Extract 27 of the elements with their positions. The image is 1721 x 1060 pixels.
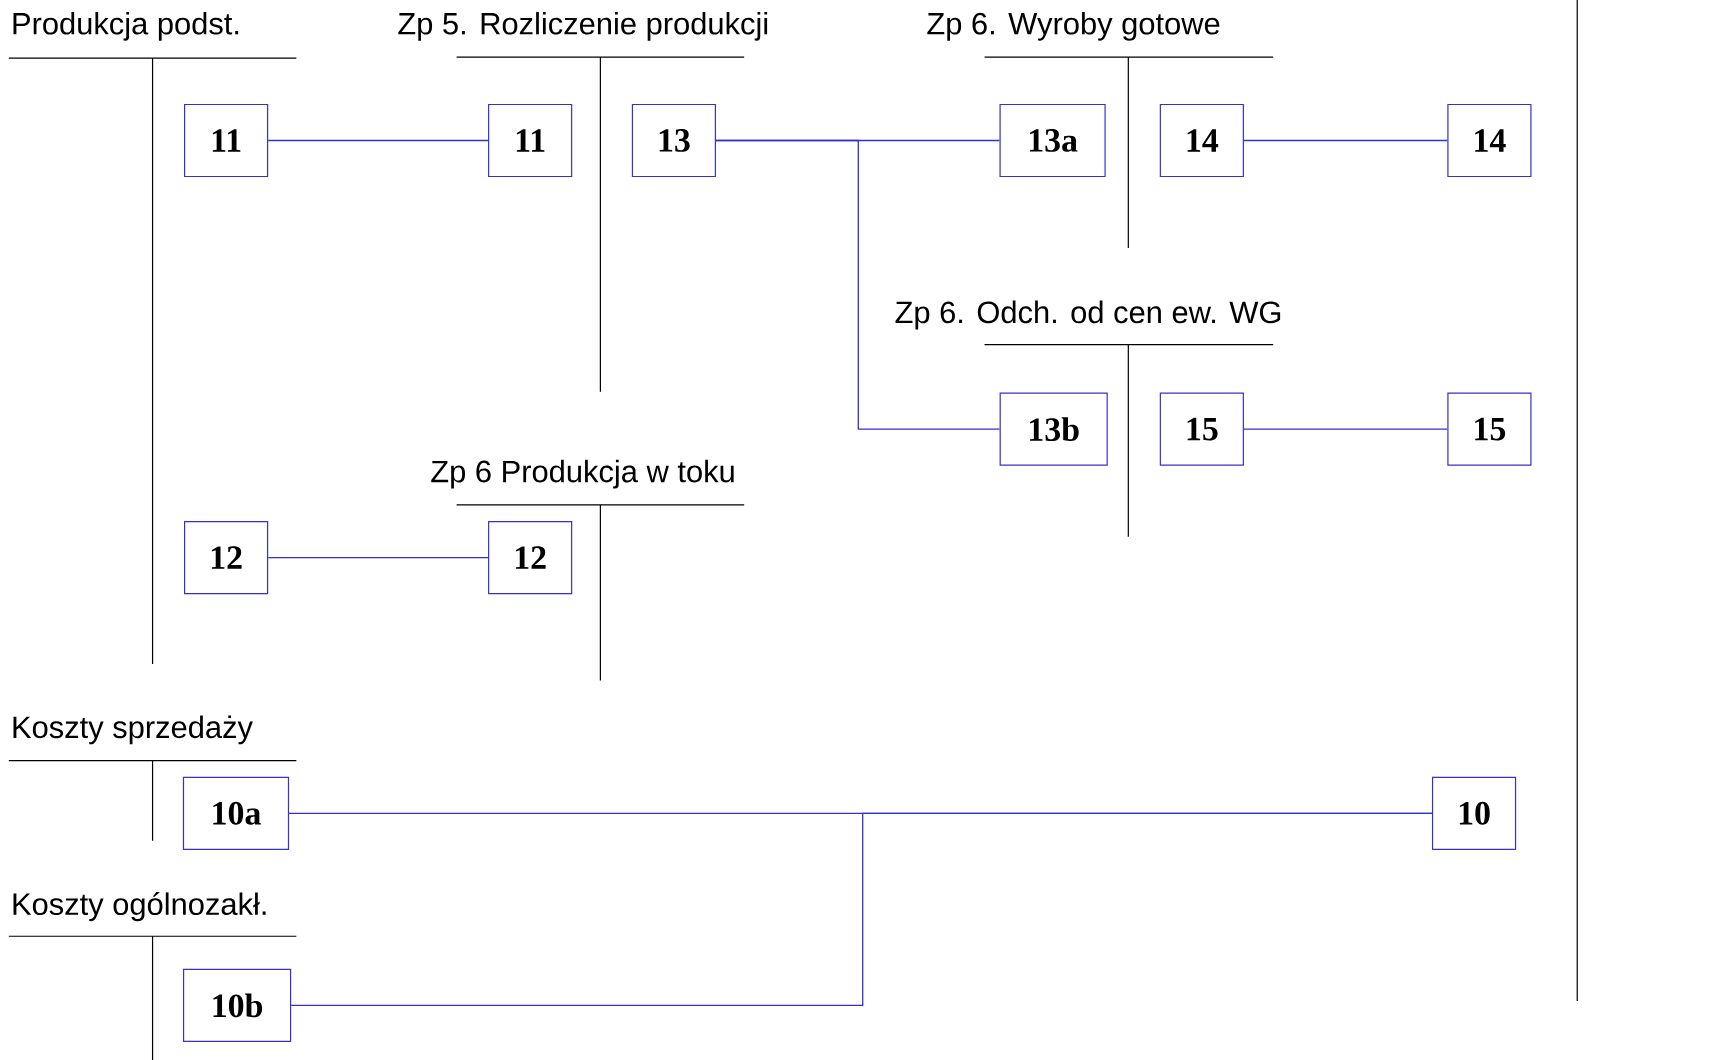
account-box: 13a	[999, 103, 1106, 177]
account-box: 10b	[183, 968, 292, 1042]
account-title: Zp 6 Produkcja w toku	[431, 459, 734, 489]
account-box: 11	[488, 103, 573, 177]
connector-line	[267, 556, 489, 559]
account-title: Zp 6. Wyroby gotowe	[927, 11, 1220, 41]
account-title: Koszty sprzedaży	[13, 715, 253, 745]
account-box: 12	[184, 520, 269, 595]
account-title: Koszty ogólnozakł.	[13, 891, 266, 922]
account-box: 14	[1159, 103, 1244, 177]
account-box: 14	[1447, 103, 1532, 177]
account-title: Zp 6. Odch. od cen ew. WG	[895, 300, 1281, 330]
account-title: Zp 5. Rozliczenie produkcji	[398, 11, 768, 41]
connector-line	[267, 139, 489, 141]
account-box: 13b	[999, 392, 1108, 466]
account-box: 10	[1431, 776, 1517, 850]
account-box: 10a	[182, 776, 290, 850]
account-box: 11	[184, 103, 269, 177]
connector-line	[290, 812, 1433, 1006]
account-title: Produkcja podst.	[13, 11, 239, 41]
account-box: 15	[1447, 392, 1532, 466]
connector-line	[1243, 428, 1448, 430]
connector-line	[715, 139, 1001, 430]
connector-line	[1243, 139, 1448, 141]
account-box: 12	[488, 520, 573, 595]
account-box: 13	[631, 103, 716, 177]
account-box: 15	[1159, 392, 1244, 466]
